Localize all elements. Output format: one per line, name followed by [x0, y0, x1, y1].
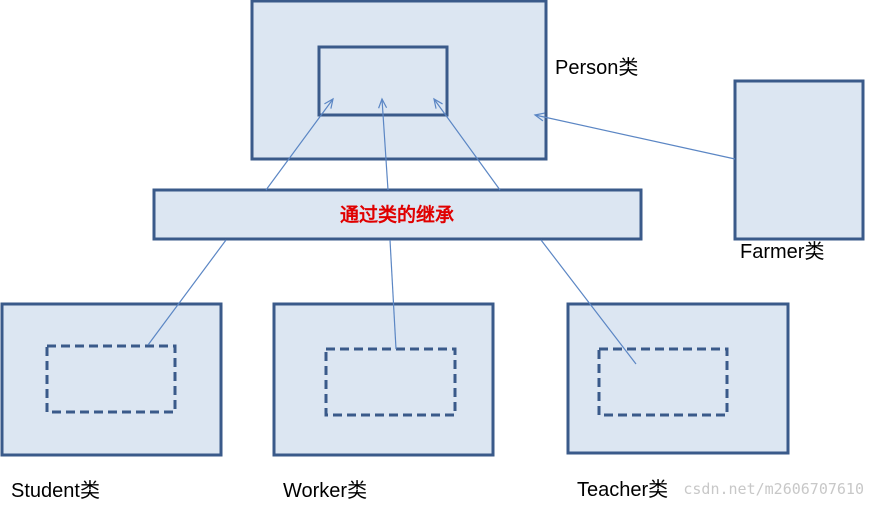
- farmer-label: Farmer类: [740, 240, 824, 263]
- worker-inherit-arrow-lower: [389, 239, 397, 350]
- teacher-inner-box: [597, 347, 729, 417]
- watermark-text: csdn.net/m2606707610: [683, 480, 864, 498]
- teacher-inherit-arrow-upper: [433, 97, 501, 191]
- student-inherit-arrow-upper: [265, 97, 334, 191]
- farmer-class-box: [733, 79, 865, 241]
- person-inner-box: [317, 45, 449, 117]
- student-inherit-arrow-lower: [147, 239, 227, 346]
- inherit-label: 通过类的继承: [340, 203, 454, 226]
- inheritance-bar: [152, 188, 643, 241]
- student-inner-box: [45, 344, 177, 414]
- worker-inherit-arrow-upper: [378, 97, 389, 191]
- farmer-to-person-arrow: [533, 112, 736, 160]
- student-label: Student类: [11, 479, 100, 502]
- worker-label: Worker类: [283, 479, 367, 502]
- teacher-inherit-arrow-lower: [540, 239, 637, 365]
- person-label: Person类: [555, 56, 638, 79]
- worker-inner-box: [324, 347, 457, 417]
- teacher-label: Teacher类: [577, 478, 668, 501]
